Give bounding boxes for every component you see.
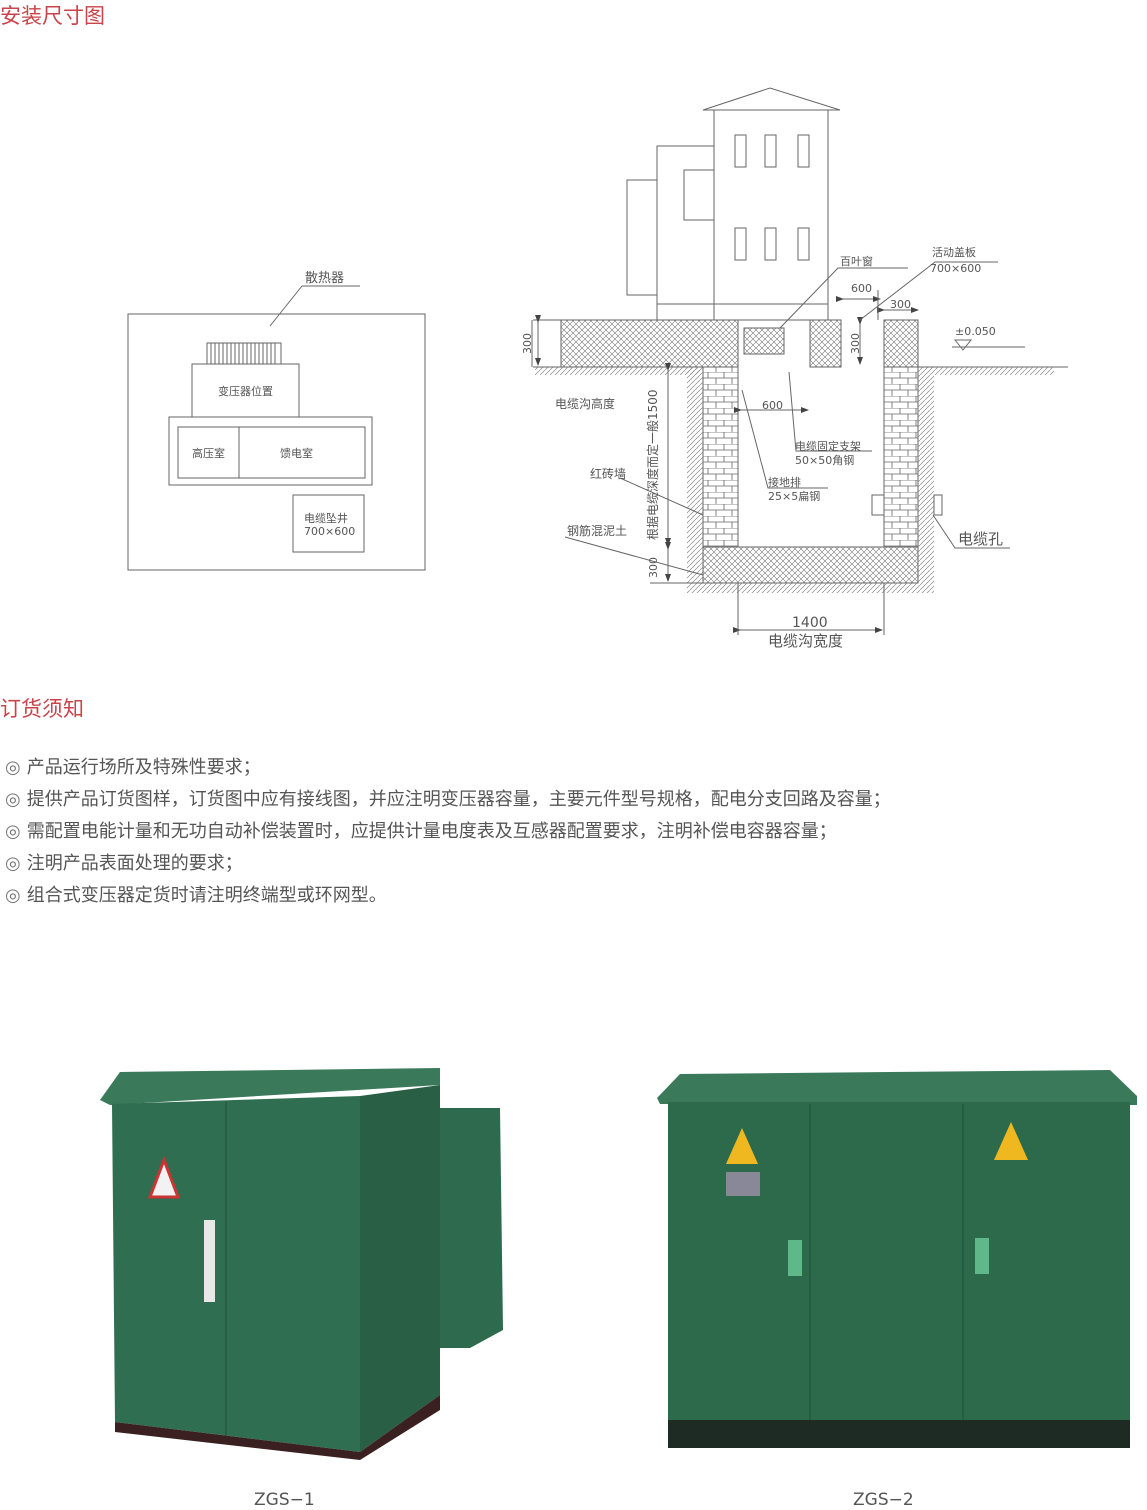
section-view bbox=[531, 87, 1068, 635]
list-item: ◎需配置电能计量和无功自动补偿装置时，应提供计量电度表及互感器配置要求，注明补偿… bbox=[5, 821, 837, 842]
ordering-notes-title: 订货须知 bbox=[0, 697, 84, 721]
cable-hole-label: 电缆孔 bbox=[958, 530, 1003, 548]
cable-well-label: 电缆坠井 bbox=[304, 511, 348, 525]
product-photos bbox=[100, 1068, 1137, 1460]
width-dimension: 1400 bbox=[792, 615, 828, 631]
bracket-label: 电缆固定支架 bbox=[795, 439, 861, 453]
installation-drawings: 散热器 变压器位置 高压室 馈电室 电缆坠井 700×600 百叶窗 活动盖板 … bbox=[127, 87, 1068, 650]
elevation-label: ±0.050 bbox=[955, 325, 996, 338]
list-item: ◎产品运行场所及特殊性要求； bbox=[5, 757, 261, 778]
dim-300-mid: 300 bbox=[849, 333, 862, 354]
bracket-spec: 50×50角钢 bbox=[795, 454, 854, 467]
trench-width-label: 电缆沟宽度 bbox=[768, 632, 843, 650]
dim-300-left: 300 bbox=[521, 333, 534, 354]
ground-bar-label: 接地排 bbox=[768, 475, 801, 489]
feeder-room-label: 馈电室 bbox=[280, 446, 313, 460]
dim-600-mid: 600 bbox=[762, 399, 783, 412]
trench-height-label: 电缆沟高度 bbox=[555, 396, 615, 411]
transformer-position-label: 变压器位置 bbox=[218, 384, 273, 398]
plan-view bbox=[127, 285, 426, 571]
ordering-notes-list: ◎产品运行场所及特殊性要求； ◎提供产品订货图样，订货图中应有接线图，并应注明变… bbox=[5, 752, 891, 912]
dim-300-bottom: 300 bbox=[647, 557, 660, 578]
cover-size: 700×600 bbox=[930, 262, 981, 275]
dim-600-top: 600 bbox=[851, 282, 872, 295]
dim-300-top: 300 bbox=[890, 298, 911, 311]
list-item: ◎注明产品表面处理的要求； bbox=[5, 853, 243, 874]
cable-well-size: 700×600 bbox=[304, 525, 355, 538]
brick-wall-label: 红砖墙 bbox=[590, 466, 626, 481]
list-item: ◎提供产品订货图样，订货图中应有接线图，并应注明变压器容量，主要元件型号规格，配… bbox=[5, 789, 891, 810]
cover-label: 活动盖板 bbox=[932, 245, 976, 259]
install-dimensions-title: 安装尺寸图 bbox=[0, 4, 105, 28]
list-item: ◎组合式变压器定货时请注明终端型或环网型。 bbox=[5, 885, 387, 906]
depth-note: 根据电缆深度而定一般1500 bbox=[645, 389, 660, 540]
zgs1-cabinet-image bbox=[100, 1068, 503, 1460]
product-caption-zgs1: ZGS−1 bbox=[254, 1490, 315, 1510]
hv-room-label: 高压室 bbox=[192, 446, 225, 460]
product-caption-zgs2: ZGS−2 bbox=[853, 1490, 914, 1510]
radiator-label: 散热器 bbox=[305, 271, 344, 286]
zgs2-cabinet-image bbox=[657, 1070, 1137, 1448]
louver-label: 百叶窗 bbox=[840, 254, 873, 268]
ground-bar-spec: 25×5扁钢 bbox=[768, 490, 820, 503]
concrete-label: 钢筋混泥土 bbox=[567, 523, 627, 538]
